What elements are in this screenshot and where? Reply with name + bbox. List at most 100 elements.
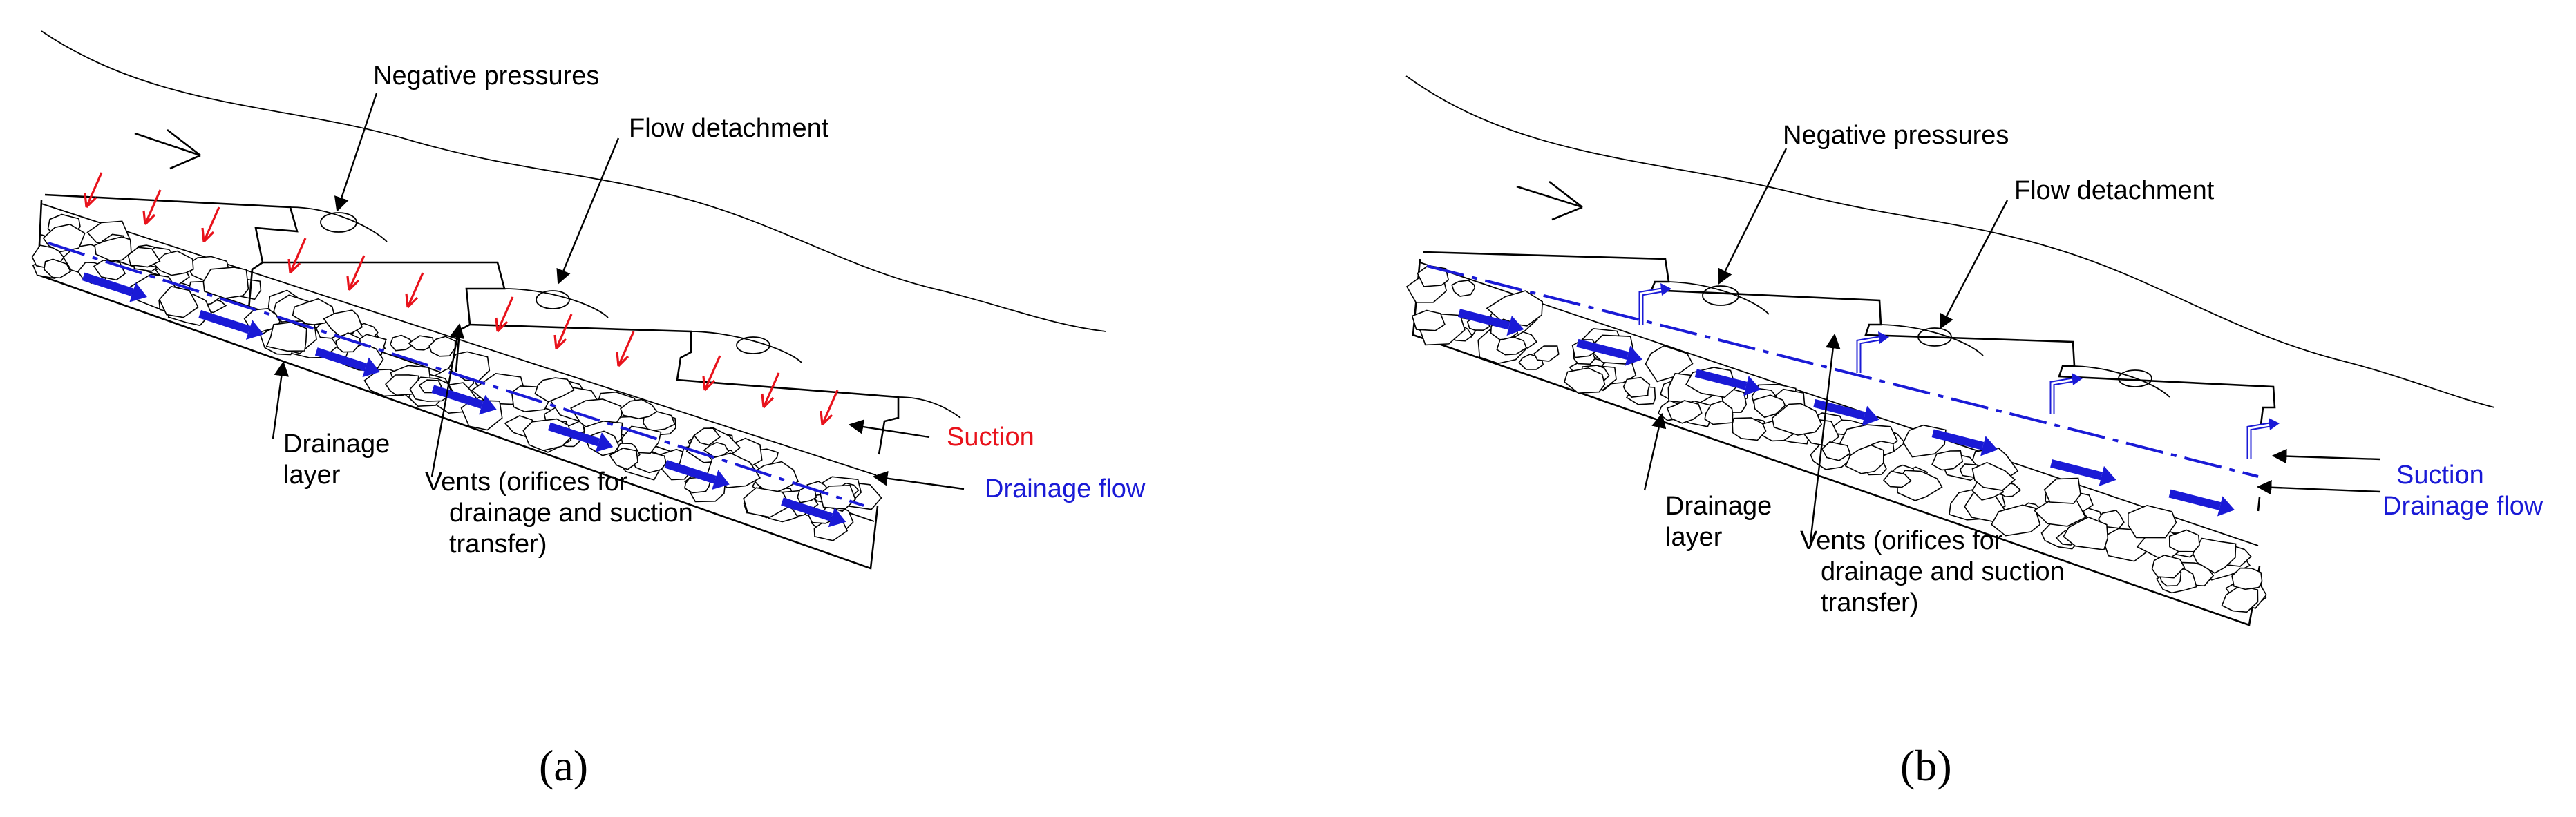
- rock: [202, 267, 249, 299]
- drainage-arrow-head: [828, 507, 846, 528]
- drainage-arrow-head: [129, 282, 147, 302]
- rock: [1771, 403, 1823, 436]
- rock: [1486, 290, 1544, 327]
- drainage-arrow-head: [595, 432, 614, 452]
- rock: [1451, 280, 1476, 297]
- vent-arrow-head: [2269, 418, 2280, 430]
- drainage-arrow-head: [245, 320, 264, 340]
- suction-arrow-head: [495, 317, 509, 333]
- suction-arrow-head: [346, 276, 360, 291]
- drainage-arrow-head: [362, 357, 381, 378]
- drainage-arrow-shaft: [1813, 398, 1866, 421]
- rock: [1666, 400, 1703, 424]
- suction-arrow-head: [142, 210, 156, 226]
- vent-arrow-head: [1878, 331, 1889, 344]
- drainage-arrow-shaft: [2168, 489, 2222, 510]
- rock-pattern: [31, 213, 882, 541]
- suction-arrow: [821, 390, 839, 425]
- rock: [1753, 394, 1786, 419]
- rock: [2231, 567, 2263, 590]
- drainage-arrow-shaft: [1576, 338, 1629, 360]
- rock: [609, 448, 638, 470]
- drainage-arrow-head: [479, 394, 497, 415]
- drainage-flow-label: Drainage flow: [2383, 492, 2544, 521]
- panel-b-caption: (b): [1900, 741, 1952, 790]
- vents-label-line3: transfer): [449, 530, 547, 559]
- phreatic-line: [48, 242, 864, 507]
- drainage-arrow-shaft: [82, 272, 134, 296]
- phreatic-line: [1426, 265, 2259, 478]
- suction-arrow: [85, 172, 103, 208]
- suction-arrow: [289, 238, 307, 273]
- rock: [643, 411, 676, 432]
- panel-a-caption: (a): [539, 741, 588, 790]
- rock: [1971, 461, 2016, 491]
- rock: [1902, 424, 1947, 458]
- rock: [743, 487, 791, 518]
- rock: [1931, 450, 1964, 471]
- negative-pressures-label: Negative pressures: [1783, 121, 2009, 150]
- drainage-arrow-shaft: [314, 347, 367, 372]
- suction-arrows: [84, 172, 839, 426]
- vent-arrow-outer: [2246, 422, 2271, 459]
- vent-suction-arrows: [1638, 283, 2280, 459]
- negative-pressures-label: Negative pressures: [373, 61, 599, 90]
- drainage-arrow-shaft: [1694, 369, 1748, 390]
- drainage-flow-arrows: [82, 272, 846, 528]
- rock: [389, 334, 414, 352]
- rock: [2127, 505, 2177, 539]
- drainage-layer-label-line2: layer: [1665, 523, 1723, 552]
- drainage-arrow-head: [2099, 465, 2116, 486]
- vent-arrow-outer: [1856, 336, 1880, 373]
- flow-direction-arrow: [1516, 180, 1583, 221]
- drainage-arrow-shaft: [664, 460, 717, 484]
- drainage-arrow-shaft: [781, 497, 833, 521]
- drainage-arrow-shaft: [548, 422, 600, 447]
- rock: [1564, 367, 1606, 394]
- suction-arrow: [762, 372, 780, 408]
- rock: [1732, 417, 1767, 441]
- rock: [1411, 309, 1446, 331]
- suction-arrow-head: [820, 410, 833, 426]
- suction-arrow-head: [616, 352, 629, 367]
- suction-arrow-head: [84, 193, 97, 209]
- drainage-layer-label-line1: Drainage: [283, 430, 390, 459]
- drainage-arrow-head: [1506, 316, 1524, 336]
- drainage-arrow-head: [712, 470, 730, 490]
- rock: [94, 236, 132, 262]
- water-surface-line: [1405, 75, 2495, 408]
- suction-arrow-head: [201, 227, 215, 243]
- drainage-arrow-head: [1743, 376, 1761, 396]
- separation-eddies: [290, 206, 961, 419]
- vents-label-line1: Vents (orifices for: [425, 468, 628, 497]
- flow-detachment-label: Flow detachment: [629, 114, 829, 143]
- drainage-arrow-shaft: [1457, 309, 1510, 330]
- vent-arrow-inner: [2051, 378, 2074, 414]
- suction-arrow-head: [287, 258, 301, 274]
- drainage-flow-label: Drainage flow: [985, 474, 1146, 503]
- leader-lines: [272, 93, 965, 490]
- vents-label-line3: transfer): [1821, 588, 1918, 617]
- flow-detachment-label: Flow detachment: [2014, 176, 2215, 205]
- leader-lines: [1643, 148, 2381, 543]
- rock: [2063, 516, 2109, 550]
- drainage-arrow-head: [1862, 405, 1879, 426]
- panel-b: Negative pressures Flow detachment Drain…: [1405, 75, 2544, 790]
- drainage-arrow-shaft: [198, 309, 251, 334]
- suction-arrow-head: [553, 334, 567, 350]
- rock: [428, 336, 456, 357]
- rock: [693, 427, 721, 446]
- vent-arrow-outer: [2049, 377, 2074, 414]
- vent-arrow-inner: [1640, 289, 1663, 325]
- drainage-layer-label-line2: layer: [283, 461, 341, 490]
- drainage-arrow-head: [1980, 436, 1998, 456]
- suction-arrow: [703, 355, 721, 391]
- rock: [2168, 529, 2200, 552]
- vents-label-line2: drainage and suction: [449, 499, 693, 528]
- drainage-arrow-head: [2217, 496, 2235, 517]
- suction-arrow-head: [702, 376, 716, 392]
- stepped-blocks: [1423, 251, 2276, 512]
- suction-arrow-head: [761, 393, 775, 409]
- rock: [408, 335, 435, 351]
- rock: [1496, 336, 1527, 356]
